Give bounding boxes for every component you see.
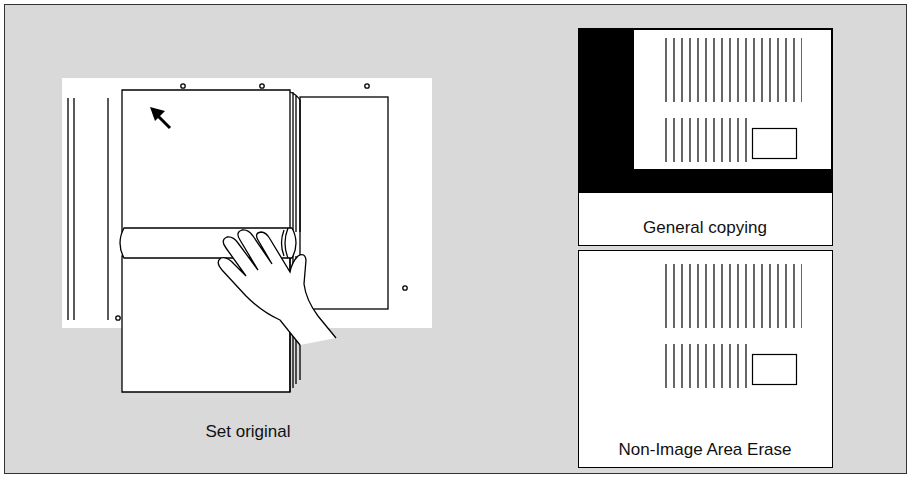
copier-illustration xyxy=(62,78,432,392)
panel-ground xyxy=(5,5,907,474)
illustration-caption: Non-Image Area Erase xyxy=(619,440,792,460)
illustration-caption: General copying xyxy=(643,218,767,238)
non-image-erase-sample xyxy=(579,251,833,468)
general-copying-sample xyxy=(578,28,833,246)
illustration-caption: Set original xyxy=(205,422,290,442)
